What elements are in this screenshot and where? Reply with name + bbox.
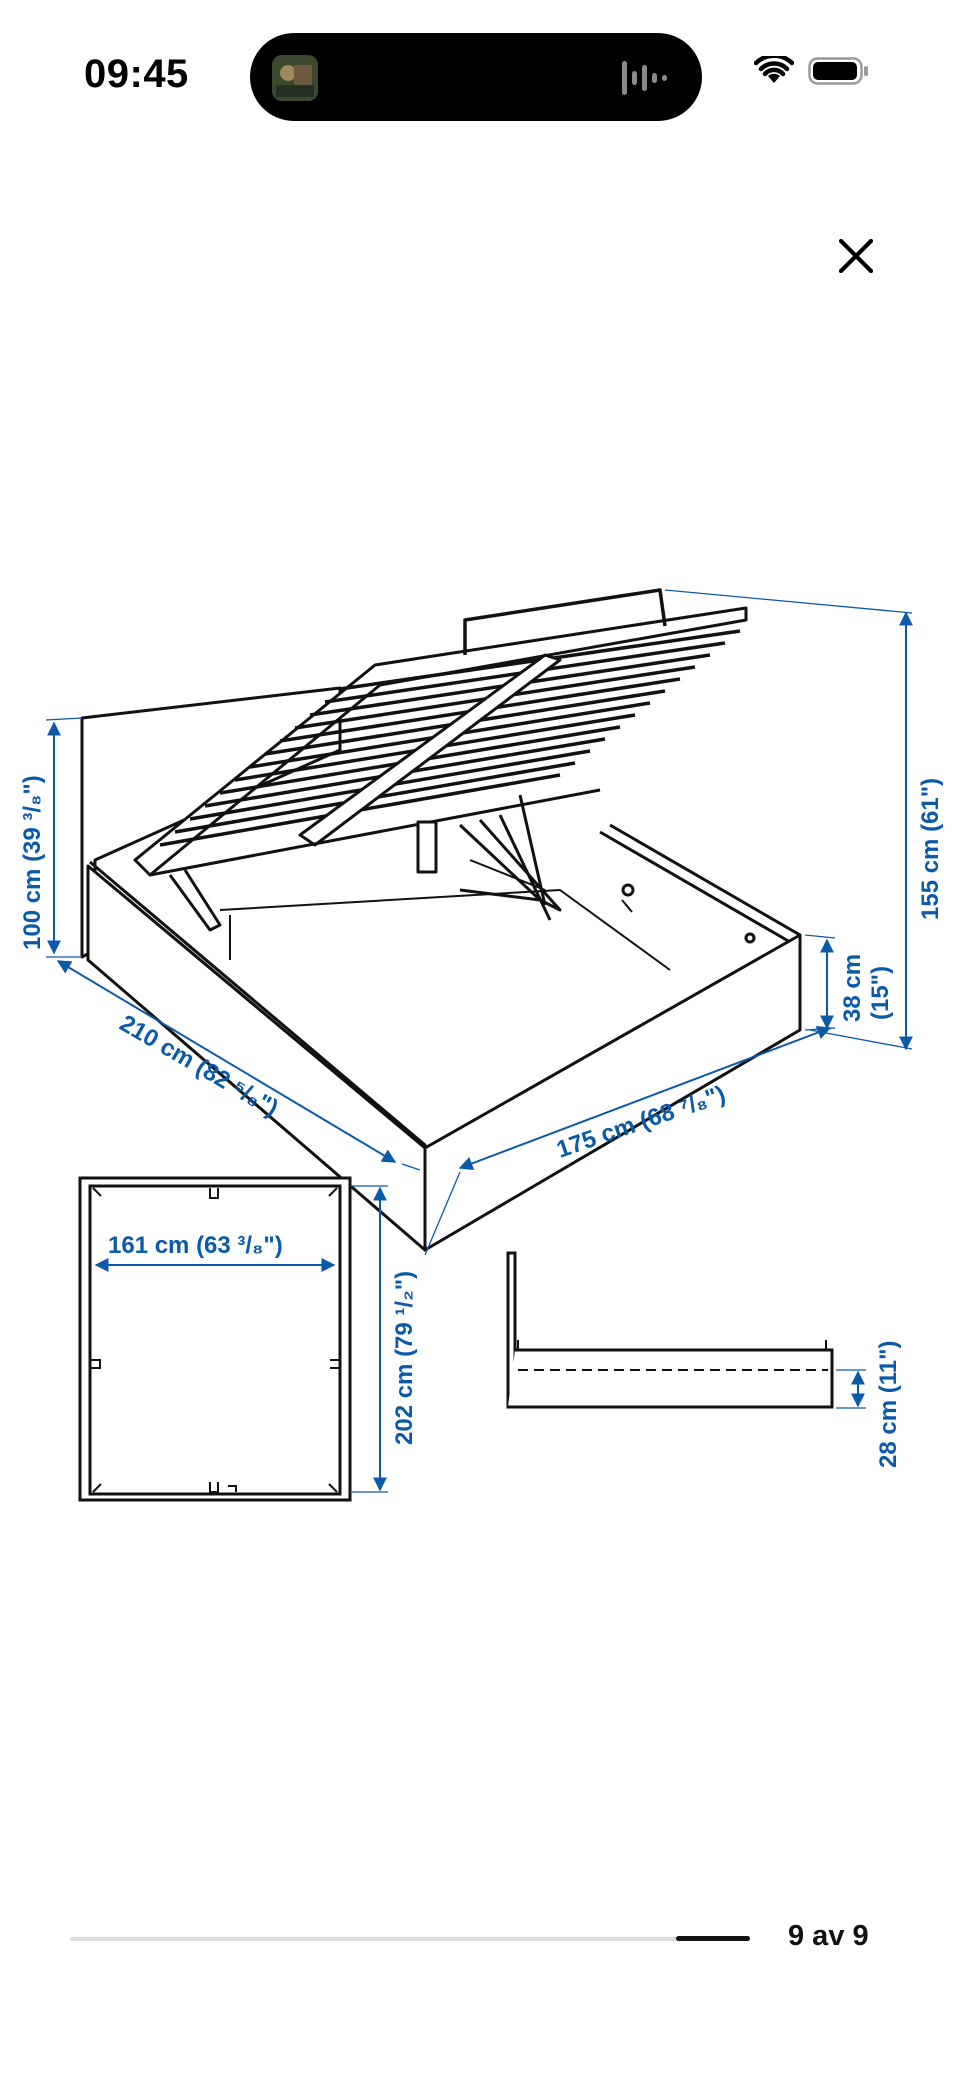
pager-label: 9 av 9 <box>788 1920 869 1952</box>
side-height-inch-label: (15") <box>867 966 894 1020</box>
status-time: 09:45 <box>84 52 189 96</box>
dynamic-island[interactable] <box>250 33 702 121</box>
close-icon <box>838 238 874 274</box>
pager-track[interactable] <box>70 1937 750 1941</box>
bed-top-view <box>78 1176 352 1502</box>
status-icons <box>753 53 870 91</box>
bed-perspective-drawing <box>80 588 802 1252</box>
close-button[interactable] <box>832 232 880 280</box>
image-pager[interactable]: 9 av 9 <box>70 1910 890 1970</box>
audio-waveform-icon <box>620 57 674 104</box>
battery-icon <box>808 56 870 91</box>
bed-side-view <box>506 1251 834 1409</box>
inner-width-label: 161 cm (63 ³/₈") <box>108 1232 283 1259</box>
perspective-dimension-lines <box>45 589 913 1256</box>
inner-length-label: 202 cm (79 ¹/₂") <box>391 1271 418 1445</box>
wifi-icon <box>753 53 795 91</box>
side-view-dimension-lines <box>836 1369 866 1409</box>
side-height-label: 38 cm <box>839 954 866 1022</box>
headboard-height-label: 100 cm (39 ³/₈") <box>19 775 46 950</box>
pager-thumb[interactable] <box>676 1936 750 1941</box>
now-playing-artwork[interactable] <box>272 55 318 101</box>
bed-dimension-diagram: 100 cm (39 ³/₈") 155 cm (61") 38 cm (15"… <box>19 588 944 1502</box>
clearance-label: 28 cm (11") <box>875 1341 902 1468</box>
top-view-dimension-lines <box>94 1185 388 1493</box>
total-height-label: 155 cm (61") <box>917 778 944 920</box>
